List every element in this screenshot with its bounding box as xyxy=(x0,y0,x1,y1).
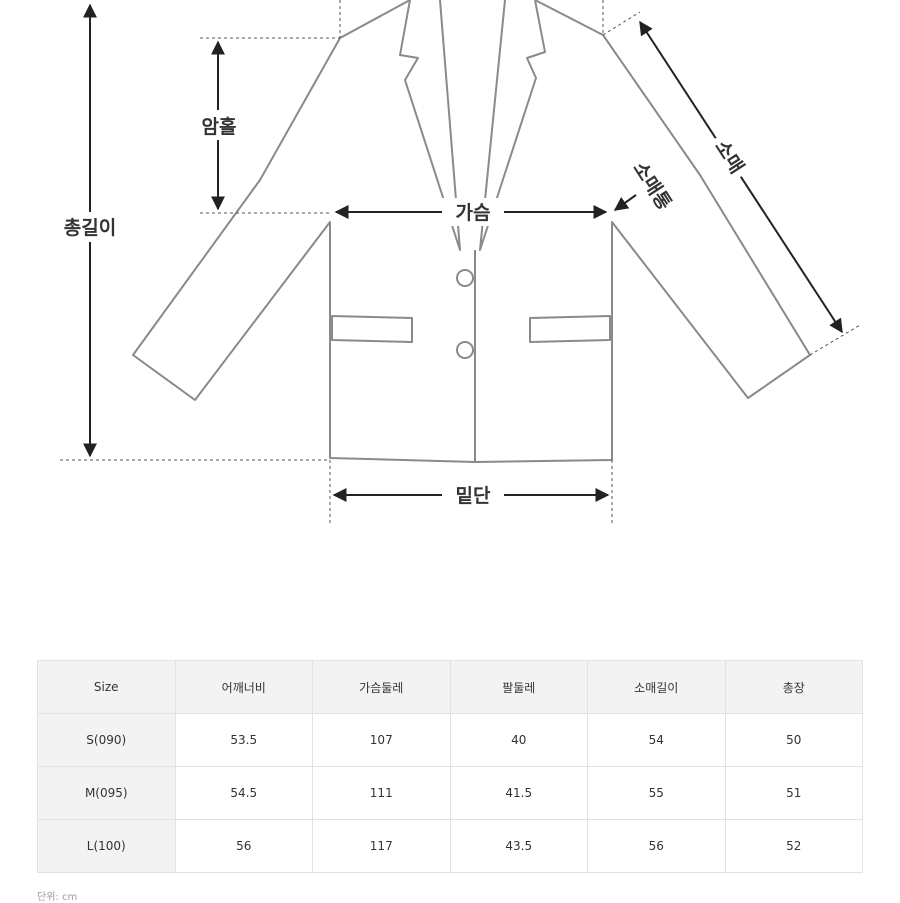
chest-label-bg xyxy=(442,198,504,226)
table-cell: 50 xyxy=(724,713,863,767)
guide-sleeve-top xyxy=(602,11,641,36)
table-cell: 41.5 xyxy=(449,766,588,820)
chest-label: 가슴 xyxy=(456,202,491,224)
table-cell: 40 xyxy=(449,713,588,767)
bottom-button xyxy=(456,341,474,359)
hem-label: 밑단 xyxy=(456,485,491,507)
size-table: Size 어깨너비 가슴둘레 팔둘레 소매길이 총장 S(090) 53.5 1… xyxy=(37,660,863,873)
left-pocket-flap xyxy=(331,315,413,343)
row-size-label: L(100) xyxy=(37,819,176,873)
armhole-label-bg xyxy=(195,110,243,140)
jacket-left-half xyxy=(132,0,476,463)
col-header-total-length: 총장 xyxy=(724,660,863,714)
col-header-arm: 팔둘레 xyxy=(449,660,588,714)
table-row: M(095) 54.5 111 41.5 55 51 xyxy=(37,766,863,820)
col-header-shoulder: 어깨너비 xyxy=(174,660,313,714)
table-cell: 56 xyxy=(587,819,726,873)
size-table-header-row: Size 어깨너비 가슴둘레 팔둘레 소매길이 총장 xyxy=(37,660,863,714)
table-cell: 111 xyxy=(312,766,451,820)
measurement-arrows xyxy=(83,3,843,502)
col-header-chest: 가슴둘레 xyxy=(312,660,451,714)
top-button xyxy=(456,269,474,287)
hem-label-bg xyxy=(442,481,504,509)
table-cell: 52 xyxy=(724,819,863,873)
table-row: L(100) 56 117 43.5 56 52 xyxy=(37,819,863,873)
table-cell: 107 xyxy=(312,713,451,767)
jacket-size-diagram: 총길이 암홀 가슴 밑단 소매 소매통 xyxy=(55,0,861,525)
guide-sleeve-end xyxy=(809,324,861,356)
table-cell: 43.5 xyxy=(449,819,588,873)
col-header-size: Size xyxy=(37,660,176,714)
table-cell: 51 xyxy=(724,766,863,820)
col-header-sleeve-length: 소매길이 xyxy=(587,660,726,714)
total-length-label: 총길이 xyxy=(64,217,116,239)
unit-note: 단위: cm xyxy=(37,892,78,903)
table-cell: 53.5 xyxy=(174,713,313,767)
jacket-right-half xyxy=(474,0,811,463)
table-row: S(090) 53.5 107 40 54 50 xyxy=(37,713,863,767)
row-size-label: S(090) xyxy=(37,713,176,767)
total-length-label-bg xyxy=(55,212,127,242)
table-cell: 56 xyxy=(174,819,313,873)
table-cell: 117 xyxy=(312,819,451,873)
arrow-sleeve xyxy=(639,20,843,334)
table-cell: 54 xyxy=(587,713,726,767)
table-cell: 54.5 xyxy=(174,766,313,820)
table-cell: 55 xyxy=(587,766,726,820)
armhole-label: 암홀 xyxy=(202,115,237,138)
jacket-outline xyxy=(132,0,811,463)
right-pocket-flap xyxy=(529,315,611,343)
guide-lines xyxy=(60,0,861,525)
sleeve-width-label: 소매통 xyxy=(628,158,675,214)
arrow-sleeve-width xyxy=(613,194,637,211)
sleeve-label-bg xyxy=(695,124,763,190)
row-size-label: M(095) xyxy=(37,766,176,820)
